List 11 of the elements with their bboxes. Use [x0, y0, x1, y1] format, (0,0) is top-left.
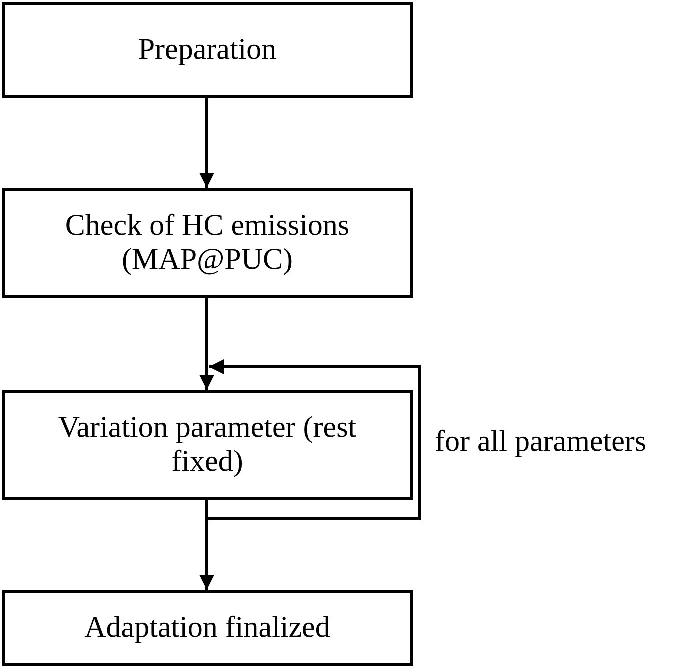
box-text: Check of HC emissions (MAP@PUC) [64, 208, 351, 278]
process-box [2, 590, 413, 666]
process-box [2, 2, 413, 98]
process-box [2, 390, 413, 500]
box-text: Adaptation finalized [84, 610, 330, 646]
arrow [200, 98, 214, 188]
process-box [2, 188, 413, 298]
arrow [200, 298, 214, 390]
loop-arrow [206, 360, 422, 520]
box-text: Variation parameter (rest fixed) [58, 410, 358, 480]
box-text: Preparation [138, 32, 277, 68]
